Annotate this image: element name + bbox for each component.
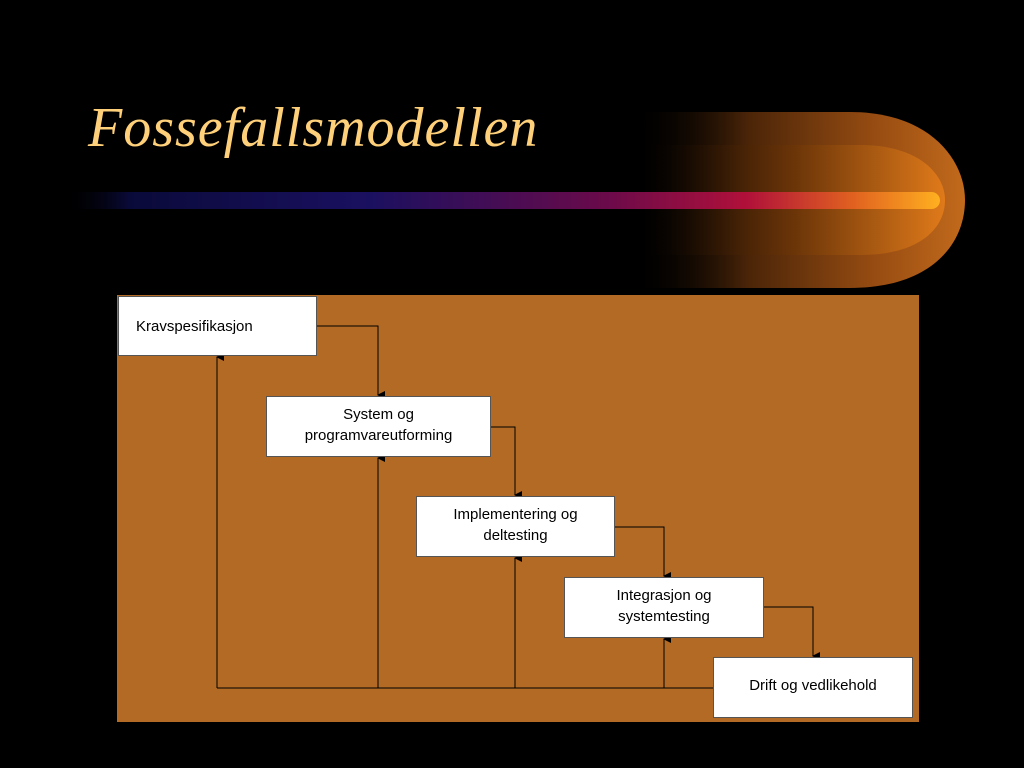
arrow-krav-to-system	[317, 325, 385, 399]
phase-label: Integrasjon og systemtesting	[616, 586, 712, 625]
phase-box-drift: Drift og vedlikehold	[713, 657, 913, 718]
arrow-impl-to-integ	[615, 526, 671, 580]
phase-label: Kravspesifikasjon	[136, 318, 253, 335]
phase-box-implementering: Implementering og deltesting	[416, 496, 615, 557]
arrow-system-to-impl	[491, 426, 522, 499]
phase-box-system-design: System og programvareutforming	[266, 396, 491, 457]
phase-label: System og programvareutforming	[304, 405, 453, 444]
phase-box-kravspesifikasjon: Kravspesifikasjon	[118, 296, 317, 356]
arrow-integ-to-drift	[764, 606, 820, 660]
phase-label: Drift og vedlikehold	[749, 677, 877, 694]
slide-title: Fossefallsmodellen	[88, 97, 539, 159]
phase-box-integrasjon: Integrasjon og systemtesting	[564, 577, 764, 638]
phase-label: Implementering og deltesting	[453, 505, 578, 544]
comet-streak	[60, 192, 940, 209]
